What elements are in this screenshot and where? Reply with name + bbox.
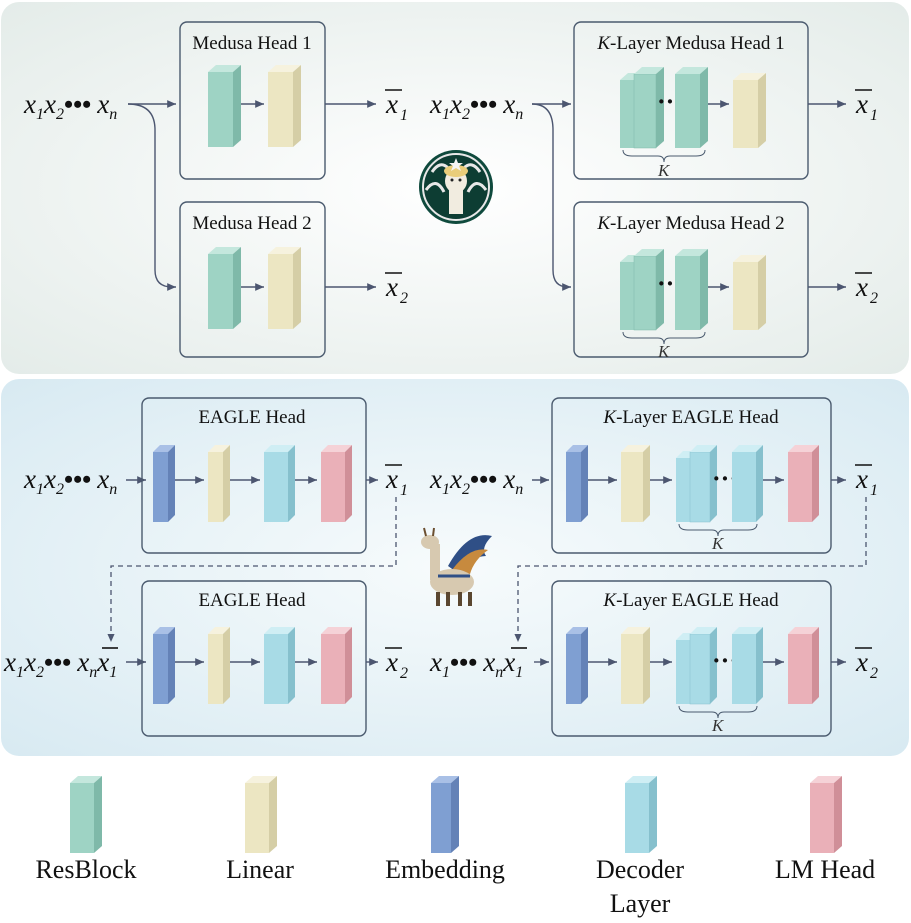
decoder-stack: ···: [676, 627, 763, 705]
linear-block: [268, 254, 293, 329]
embedding-block: [566, 452, 581, 522]
svg-text:2: 2: [870, 290, 878, 307]
eagle-k-input-seq-2: x1•••xnx1: [429, 647, 527, 681]
svg-text:LM Head: LM Head: [775, 855, 875, 884]
eagle-k-input-seq: x1x2•••xn: [429, 464, 523, 498]
legend-resblock: ResBlock: [35, 776, 137, 884]
resblock-stack: ···: [620, 249, 708, 331]
svg-text:x: x: [385, 272, 398, 302]
medusa-k-output-1: x 1: [855, 89, 878, 124]
lm-head-block: [788, 634, 812, 704]
svg-text:x: x: [855, 89, 868, 119]
eagle-input-seq-2: x1x2•••xnx1: [3, 647, 118, 681]
k-brace: [678, 705, 758, 719]
svg-text:x1•••xnx1: x1•••xnx1: [429, 647, 523, 681]
eagle-output-2: x 2: [385, 647, 408, 682]
resblock-block: [208, 72, 233, 147]
legend-decoder-layer: Decoder Layer: [596, 776, 684, 918]
eagle-input-seq: x1x2•••xn: [23, 464, 117, 498]
svg-text:K: K: [657, 342, 671, 361]
svg-text:K: K: [711, 716, 725, 735]
svg-text:Linear: Linear: [226, 855, 294, 884]
svg-text:Decoder: Decoder: [596, 855, 684, 884]
decoder-stack: ···: [676, 445, 763, 523]
svg-text:2: 2: [870, 665, 878, 682]
svg-text:x: x: [385, 464, 398, 494]
svg-text:x1x2•••xnx1: x1x2•••xnx1: [3, 647, 117, 681]
medusa-output-1: x 1: [385, 89, 408, 124]
medusa-k-input-seq: x1x2•••xn: [429, 89, 523, 123]
svg-text:x1x2•••xn: x1x2•••xn: [429, 89, 523, 123]
klayer-medusa-head-1-box: [573, 21, 809, 180]
eagle-head-title: EAGLE Head: [198, 407, 306, 428]
svg-text:x1x2•••xn: x1x2•••xn: [429, 464, 523, 498]
linear-block: [621, 452, 643, 522]
legend-embedding: Embedding: [385, 776, 505, 884]
klayer-medusa-head-2-title: K-Layer Medusa Head 2: [596, 213, 784, 234]
svg-text:1: 1: [400, 107, 408, 124]
linear-block: [621, 634, 643, 704]
linear-block: [268, 72, 293, 147]
svg-text:Embedding: Embedding: [385, 855, 505, 884]
eagle-k-output-2: x 2: [855, 647, 878, 682]
linear-block: [208, 634, 223, 704]
svg-text:x: x: [385, 89, 398, 119]
resblock-stack: ···: [620, 67, 708, 149]
svg-text:1: 1: [870, 107, 878, 124]
medusa-input-seq: x1x2•••xn: [23, 89, 117, 123]
svg-text:K: K: [711, 534, 725, 553]
svg-text:x1x2•••xn: x1x2•••xn: [23, 464, 117, 498]
embedding-block: [153, 634, 168, 704]
medusa-output-2: x 2: [385, 272, 408, 307]
embedding-block: [566, 634, 581, 704]
medusa-head-2-box: [179, 201, 326, 358]
eagle-output-1: x 1: [385, 464, 408, 499]
svg-text:x: x: [385, 647, 398, 677]
k-brace: [622, 331, 706, 345]
eagle-head-title-2: EAGLE Head: [198, 590, 306, 611]
lm-head-block: [321, 452, 345, 522]
legend: ResBlock Linear Embedding Decoder Layer …: [35, 776, 875, 918]
svg-text:ResBlock: ResBlock: [35, 855, 136, 884]
linear-block: [733, 262, 758, 330]
linear-block: [733, 80, 758, 148]
eagle-k-output-1: x 1: [855, 464, 878, 499]
klayer-eagle-head-box-2: [551, 580, 832, 737]
klayer-eagle-head-title: K-Layer EAGLE Head: [602, 407, 779, 428]
resblock-block: [208, 254, 233, 329]
medusa-head-2-title: Medusa Head 2: [192, 213, 311, 234]
medusa-head-1-box: [179, 21, 326, 180]
klayer-medusa-head-1-title: K-Layer Medusa Head 1: [596, 33, 784, 54]
decoder-block: [264, 452, 288, 522]
svg-text:x: x: [855, 272, 868, 302]
linear-block: [208, 452, 223, 522]
embedding-block: [153, 452, 168, 522]
svg-text:1: 1: [400, 482, 408, 499]
eagle-head-box: [141, 397, 367, 554]
k-brace: [678, 523, 758, 537]
svg-text:x1x2•••xn: x1x2•••xn: [23, 89, 117, 123]
medusa-head-1-title: Medusa Head 1: [192, 33, 311, 54]
medusa-llama-logo-icon: [419, 150, 493, 224]
svg-text:K: K: [657, 161, 671, 180]
klayer-medusa-head-2-box: [573, 201, 809, 358]
winged-llama-logo-icon: [421, 527, 492, 606]
legend-lm-head: LM Head: [775, 776, 875, 884]
svg-text:x: x: [855, 464, 868, 494]
legend-linear: Linear: [226, 776, 294, 884]
k-brace: [622, 149, 706, 163]
eagle-head-box-2: [141, 580, 367, 737]
lm-head-block: [788, 452, 812, 522]
lm-head-block: [321, 634, 345, 704]
svg-text:Layer: Layer: [610, 889, 671, 918]
klayer-eagle-head-title-2: K-Layer EAGLE Head: [602, 590, 779, 611]
medusa-k-output-2: x 2: [855, 272, 878, 307]
svg-text:1: 1: [870, 482, 878, 499]
decoder-block: [264, 634, 288, 704]
svg-text:x: x: [855, 647, 868, 677]
svg-text:2: 2: [400, 665, 408, 682]
svg-text:2: 2: [400, 290, 408, 307]
klayer-eagle-head-box: [551, 397, 832, 554]
